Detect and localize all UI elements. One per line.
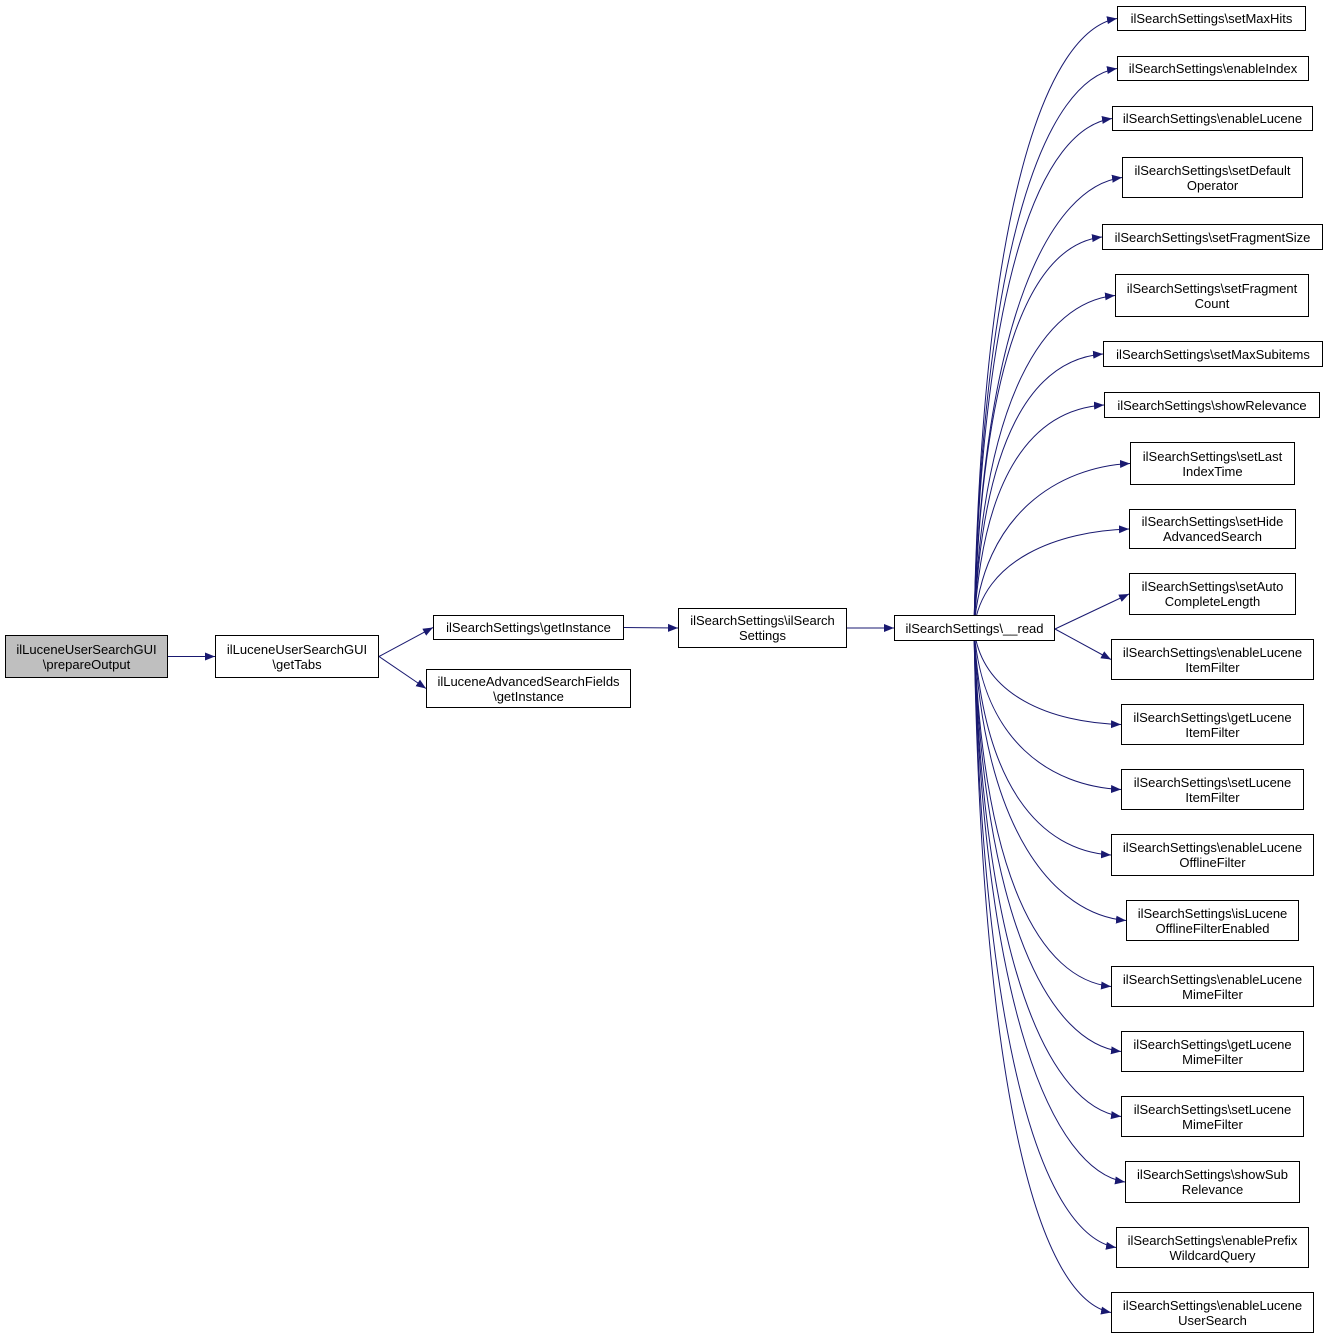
node-set-max-hits[interactable]: ilSearchSettings\setMaxHits [1117, 6, 1306, 31]
node-get-lucene-mime-filter[interactable]: ilSearchSettings\getLucene MimeFilter [1121, 1031, 1304, 1072]
node-set-lucene-mime-filter[interactable]: ilSearchSettings\setLucene MimeFilter [1121, 1096, 1304, 1137]
edge-getInstance-to-ctor [623, 623, 679, 632]
node-set-fragment-size[interactable]: ilSearchSettings\setFragmentSize [1102, 224, 1323, 250]
edge-read-to-t11 [1054, 593, 1130, 630]
node-label: ilLuceneUserSearchGUI \prepareOutput [16, 641, 157, 672]
edge-read-to-t9 [973, 459, 1131, 630]
node-set-last-index-time[interactable]: ilSearchSettings\setLast IndexTime [1130, 442, 1295, 485]
edge-read-to-t20 [973, 628, 1126, 1185]
node-get-lucene-item-filter[interactable]: ilSearchSettings\getLucene ItemFilter [1121, 704, 1304, 745]
edge-read-to-t5 [973, 234, 1103, 630]
node-enable-lucene-user-search[interactable]: ilSearchSettings\enableLucene UserSearch [1111, 1292, 1314, 1333]
node-label: ilSearchSettings\setMaxSubitems [1116, 346, 1310, 362]
edge-read-to-t13 [973, 628, 1122, 729]
node-advanced-search-fields-get-instance[interactable]: ilLuceneAdvancedSearchFields \getInstanc… [426, 669, 631, 708]
node-enable-index[interactable]: ilSearchSettings\enableIndex [1117, 56, 1309, 81]
node-enable-prefix-wildcard-query[interactable]: ilSearchSettings\enablePrefix WildcardQu… [1116, 1227, 1309, 1268]
node-label: ilSearchSettings\getInstance [446, 620, 611, 635]
edge-read-to-t1 [973, 16, 1118, 630]
node-label: ilLuceneUserSearchGUI \getTabs [226, 641, 368, 672]
node-label: ilSearchSettings\setFragmentSize [1114, 229, 1311, 245]
node-label: ilLuceneAdvancedSearchFields \getInstanc… [437, 673, 620, 704]
node-label: ilSearchSettings\showRelevance [1117, 397, 1307, 413]
node-enable-lucene-offline-filter[interactable]: ilSearchSettings\enableLucene OfflineFil… [1111, 834, 1314, 876]
node-enable-lucene[interactable]: ilSearchSettings\enableLucene [1112, 106, 1313, 131]
node-search-settings-constructor[interactable]: ilSearchSettings\ilSearch Settings [678, 608, 847, 648]
node-set-default-operator[interactable]: ilSearchSettings\setDefault Operator [1122, 157, 1303, 198]
edge-getTabs-to-getInstance [378, 627, 434, 657]
node-show-relevance[interactable]: ilSearchSettings\showRelevance [1104, 392, 1320, 418]
node-enable-lucene-mime-filter[interactable]: ilSearchSettings\enableLucene MimeFilter [1111, 966, 1314, 1007]
node-set-auto-complete-length[interactable]: ilSearchSettings\setAuto CompleteLength [1129, 573, 1296, 615]
node-label: ilSearchSettings\enableLucene UserSearch [1122, 1297, 1303, 1328]
node-label: ilSearchSettings\__read [905, 620, 1044, 636]
node-enable-lucene-item-filter[interactable]: ilSearchSettings\enableLucene ItemFilter [1111, 639, 1314, 680]
node-label: ilSearchSettings\getLucene MimeFilter [1133, 1036, 1292, 1067]
edge-read-to-t8 [973, 401, 1105, 630]
node-label: ilSearchSettings\enableLucene MimeFilter [1122, 971, 1303, 1002]
edge-getTabs-to-advGetInstance [378, 656, 427, 689]
node-label: ilSearchSettings\ilSearch Settings [690, 613, 835, 643]
edge-read-to-t15 [973, 628, 1112, 859]
edge-read-to-t3 [973, 116, 1113, 630]
node-label: ilSearchSettings\setLucene ItemFilter [1133, 774, 1292, 805]
node-label: ilSearchSettings\setFragment Count [1126, 280, 1298, 311]
node-label: ilSearchSettings\enableLucene OfflineFil… [1122, 840, 1303, 870]
node-set-max-subitems[interactable]: ilSearchSettings\setMaxSubitems [1103, 341, 1323, 367]
edge-read-to-t2 [973, 66, 1118, 630]
edge-read-to-t17 [973, 628, 1112, 990]
edge-read-to-t10 [973, 525, 1130, 630]
node-label: ilSearchSettings\setDefault Operator [1134, 162, 1291, 193]
node-label: ilSearchSettings\setLast IndexTime [1142, 448, 1283, 479]
node-show-sub-relevance[interactable]: ilSearchSettings\showSub Relevance [1125, 1161, 1300, 1203]
node-label: ilSearchSettings\getLucene ItemFilter [1133, 709, 1292, 740]
edge-read-to-t6 [973, 292, 1116, 630]
node-set-fragment-count[interactable]: ilSearchSettings\setFragment Count [1115, 274, 1309, 317]
node-label: ilSearchSettings\enableLucene [1122, 111, 1303, 126]
node-label: ilSearchSettings\enableIndex [1128, 61, 1298, 76]
edge-read-to-t18 [973, 628, 1122, 1055]
edge-read-to-t7 [973, 350, 1104, 630]
node-label: ilSearchSettings\enablePrefix WildcardQu… [1127, 1232, 1298, 1263]
node-label: ilSearchSettings\enableLucene ItemFilter [1122, 644, 1303, 675]
node-label: ilSearchSettings\showSub Relevance [1136, 1167, 1289, 1197]
edge-read-to-t14 [973, 628, 1122, 794]
node-label: ilSearchSettings\setHide AdvancedSearch [1141, 514, 1284, 544]
node-label: ilSearchSettings\setAuto CompleteLength [1141, 579, 1284, 609]
node-is-lucene-offline-filter-enabled[interactable]: ilSearchSettings\isLucene OfflineFilterE… [1126, 900, 1299, 941]
node-set-lucene-item-filter[interactable]: ilSearchSettings\setLucene ItemFilter [1121, 769, 1304, 810]
node-label: ilSearchSettings\setLucene MimeFilter [1133, 1101, 1292, 1132]
edge-read-to-t21 [973, 628, 1117, 1250]
edge-read-to-t12 [1054, 628, 1112, 660]
node-root-prepare-output: ilLuceneUserSearchGUI \prepareOutput [5, 635, 168, 678]
edge-read-to-t16 [973, 628, 1127, 924]
node-set-hide-advanced-search[interactable]: ilSearchSettings\setHide AdvancedSearch [1129, 509, 1296, 549]
node-search-settings-get-instance[interactable]: ilSearchSettings\getInstance [433, 615, 624, 640]
node-label: ilSearchSettings\isLucene OfflineFilterE… [1137, 905, 1288, 936]
edge-read-to-t19 [973, 628, 1122, 1120]
node-search-settings-read[interactable]: ilSearchSettings\__read [894, 615, 1055, 641]
node-get-tabs[interactable]: ilLuceneUserSearchGUI \getTabs [215, 635, 379, 678]
edge-read-to-t22 [973, 628, 1112, 1315]
node-label: ilSearchSettings\setMaxHits [1130, 11, 1293, 26]
